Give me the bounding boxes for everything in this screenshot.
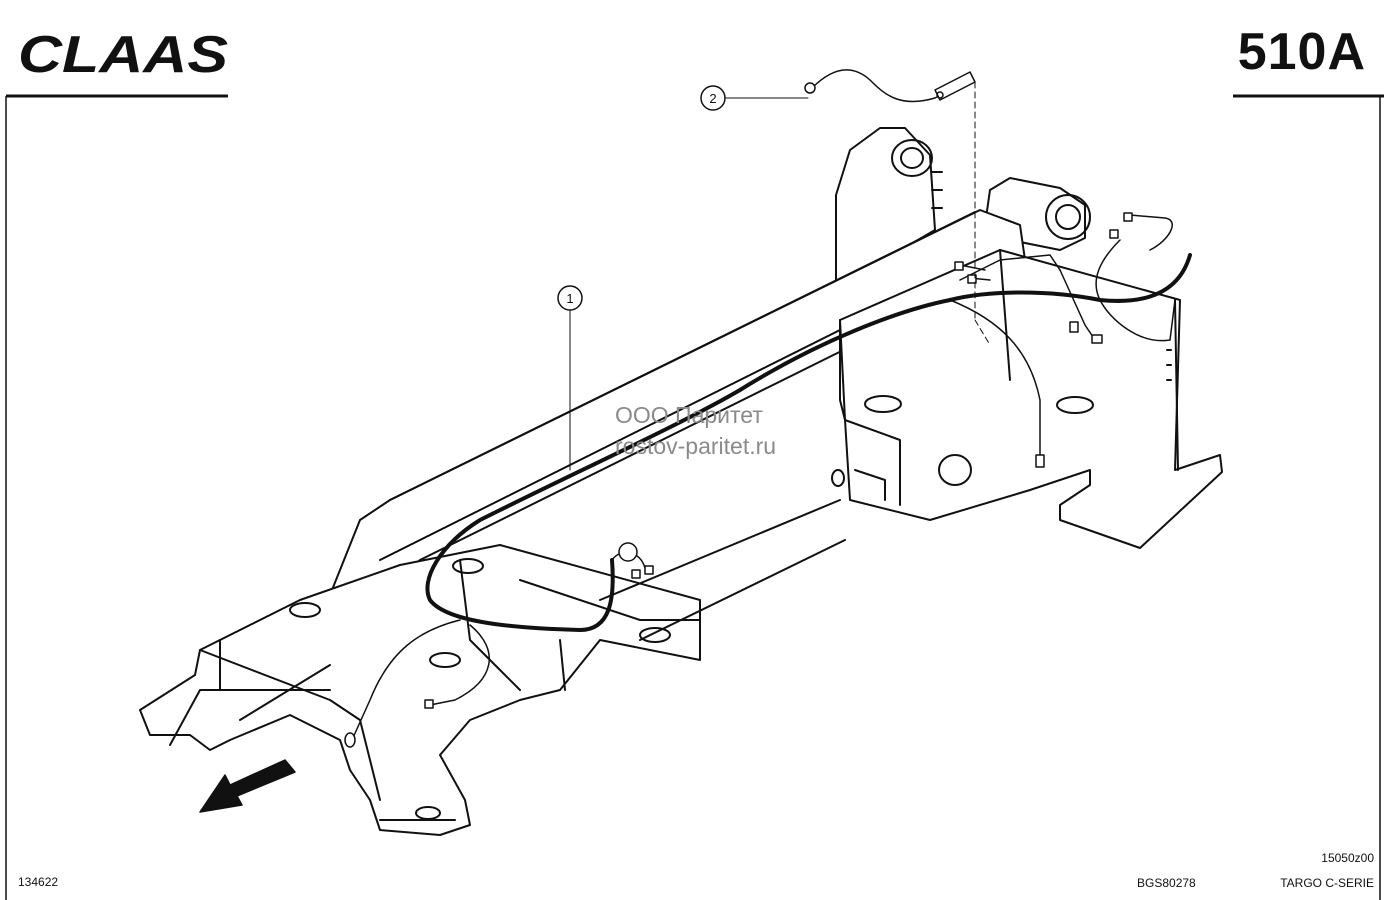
front-chassis-frame — [139, 499, 846, 836]
brand-text: CLAAS — [18, 28, 228, 78]
watermark-website: rostov-paritet.ru — [615, 433, 777, 459]
harness-connectors — [344, 212, 1133, 748]
assembly-lines — [974, 81, 991, 346]
direction-arrow — [199, 759, 296, 813]
callout-1-label: 1 — [566, 291, 573, 306]
machine-series: TARGO C-SERIE — [1280, 876, 1374, 890]
rear-cross-beam — [831, 249, 1223, 549]
part-reference: BGS80278 — [1137, 876, 1196, 890]
callout-2-label: 2 — [709, 91, 716, 106]
drawing-number: 134622 — [18, 875, 59, 889]
claas-logo: CLAAS — [18, 28, 228, 78]
ground-cable-2 — [804, 69, 976, 103]
watermark-company: ООО Паритет — [615, 402, 763, 428]
callout-1: 1 — [557, 285, 583, 311]
page-number: 510A — [1237, 23, 1366, 81]
diagram-code: 15050z00 — [1321, 851, 1374, 865]
callout-2: 2 — [700, 85, 726, 111]
harness-thin-wires — [351, 214, 1176, 741]
watermark: ООО Паритет rostov-paritet.ru — [615, 400, 776, 462]
